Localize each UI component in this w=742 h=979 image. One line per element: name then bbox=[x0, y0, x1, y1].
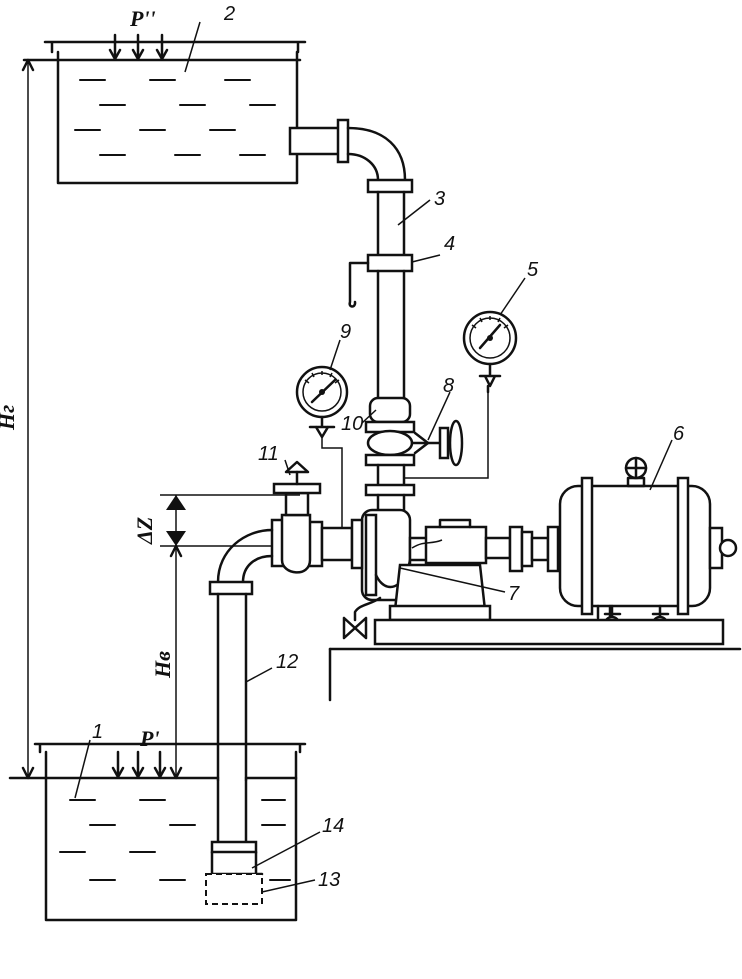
part-numbers: 2 3 4 5 9 8 10 6 11 7 12 1 14 13 bbox=[92, 3, 685, 891]
part-number-12: 12 bbox=[276, 651, 298, 673]
lower-pressure-arrows bbox=[111, 750, 167, 779]
upper-tank: P'' bbox=[22, 6, 307, 185]
leader-lines bbox=[74, 21, 673, 893]
upper-pressure-label: P'' bbox=[129, 6, 156, 31]
dimension-dz: Hг ΔZ bbox=[132, 494, 300, 546]
lower-tank: P' bbox=[8, 726, 307, 922]
part-number-9: 9 bbox=[340, 321, 351, 343]
vacuum-gauge-9 bbox=[295, 365, 349, 528]
part-number-8: 8 bbox=[443, 375, 454, 397]
part-number-11: 11 bbox=[258, 443, 279, 465]
electric-motor bbox=[558, 456, 738, 633]
part-number-1: 1 bbox=[92, 721, 103, 743]
part-number-3: 3 bbox=[434, 188, 445, 210]
delta-z-label-text: ΔZ bbox=[132, 517, 157, 545]
part-number-7: 7 bbox=[508, 583, 520, 605]
part-number-5: 5 bbox=[527, 259, 539, 281]
pump bbox=[270, 460, 560, 640]
lower-pressure-label: P' bbox=[139, 726, 160, 751]
discharge-pipe bbox=[288, 118, 489, 517]
part-number-6: 6 bbox=[673, 423, 685, 445]
part-number-14: 14 bbox=[322, 815, 344, 837]
geometric-head-label: Hг bbox=[0, 405, 19, 431]
part-number-10: 10 bbox=[341, 413, 363, 435]
suction-height-label: Hв bbox=[150, 651, 175, 679]
upper-pressure-arrows bbox=[108, 33, 169, 61]
dimension-hg: Hг bbox=[0, 58, 35, 780]
pressure-gauge-5 bbox=[462, 310, 518, 394]
base-and-floor bbox=[328, 618, 742, 702]
suction-pipe bbox=[205, 528, 274, 905]
part-number-2: 2 bbox=[223, 3, 235, 25]
part-number-4: 4 bbox=[444, 233, 455, 255]
part-number-13: 13 bbox=[318, 869, 340, 891]
